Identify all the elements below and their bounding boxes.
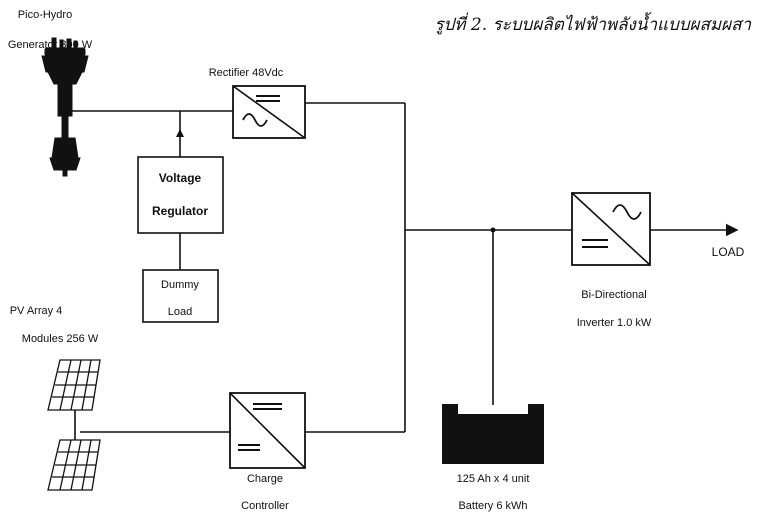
regulator-label-line2: Regulator	[152, 204, 208, 218]
regulator-arrow-icon	[176, 129, 184, 137]
charge-label-line2: Controller	[241, 500, 289, 512]
pv-array-icon[interactable]	[47, 359, 101, 491]
hydro-label-line2: Generator 300 W	[8, 39, 93, 51]
inverter-label-line2: Inverter 1.0 kW	[577, 317, 652, 329]
hydro-label-line1: Pico-Hydro	[18, 9, 72, 21]
turbine-generator-icon	[41, 37, 89, 177]
battery-icon[interactable]	[442, 404, 544, 464]
dummy-label-line2: Load	[168, 306, 192, 318]
voltage-regulator-box[interactable]	[137, 156, 224, 234]
rectifier-icon[interactable]	[232, 85, 306, 139]
battery-label-line2: Battery 6 kWh	[458, 500, 527, 512]
pv-label-line2: Modules 256 W	[22, 333, 99, 345]
bus-junction-dot	[490, 227, 496, 233]
regulator-label-line1: Voltage	[159, 171, 202, 185]
pv-label-line1: PV Array 4	[10, 305, 63, 317]
charge-controller-icon[interactable]	[229, 392, 306, 469]
dummy-load-box[interactable]	[142, 269, 219, 323]
figure-caption: รูปที่ 2. ระบบผลิตไฟฟ้าพลังน้ำแบบผสมผสา	[434, 11, 751, 35]
inverter-label-line1: Bi-Directional	[581, 289, 646, 301]
battery-label-line1: 125 Ah x 4 unit	[457, 473, 530, 485]
inverter-icon[interactable]	[571, 192, 651, 266]
dummy-label-line1: Dummy	[161, 279, 199, 291]
load-label: LOAD	[712, 245, 745, 259]
rectifier-label: Rectifier 48Vdc	[209, 67, 284, 79]
wiring	[70, 102, 739, 440]
charge-label-line1: Charge	[247, 473, 283, 485]
